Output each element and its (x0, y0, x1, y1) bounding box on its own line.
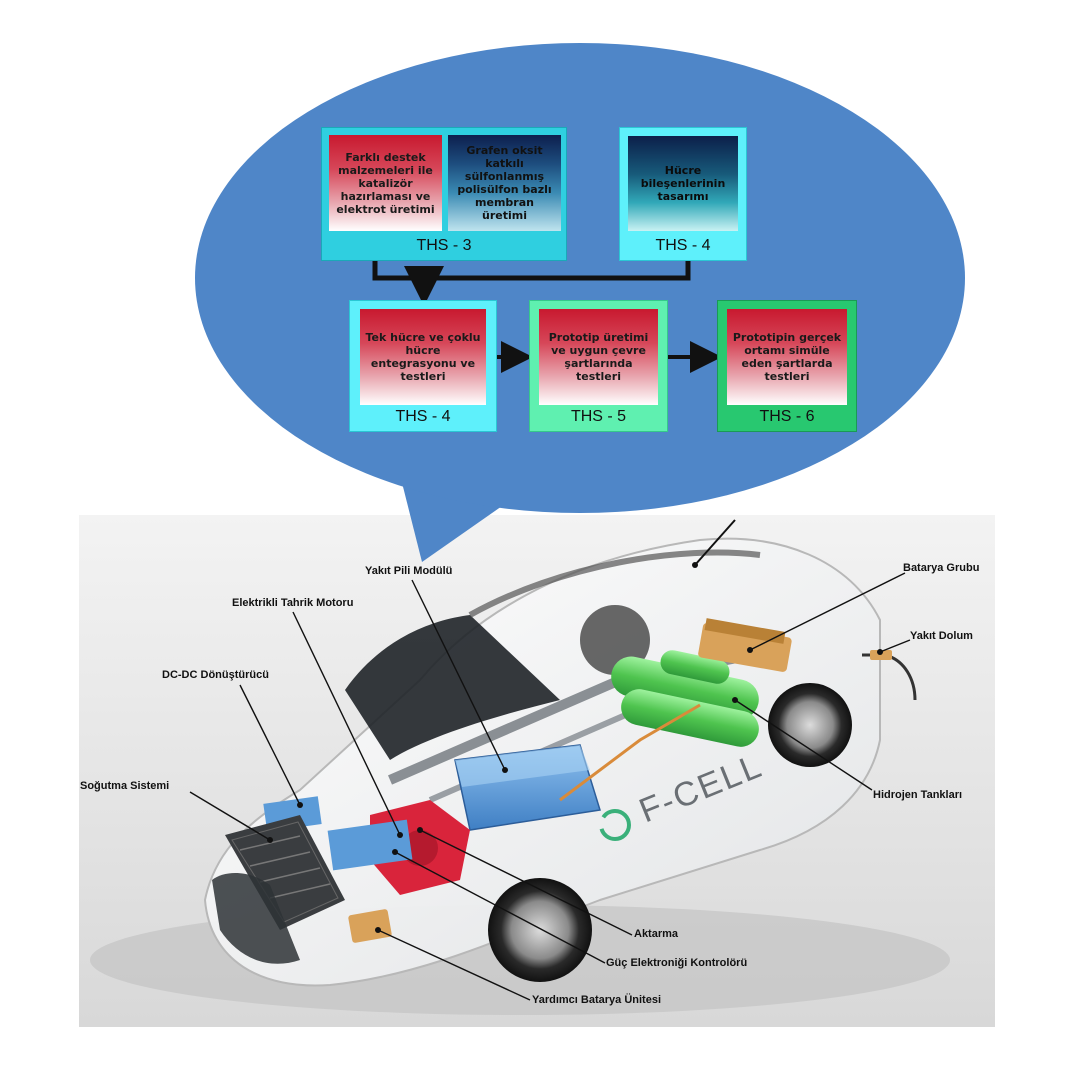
fuel-nozzle (862, 650, 917, 701)
label-batarya-grubu: Batarya Grubu (903, 562, 980, 574)
label-aktarma: Aktarma (634, 928, 679, 940)
rear-wheel (768, 683, 852, 767)
front-wheel (488, 878, 592, 982)
label-tahrik-motoru: Elektrikli Tahrik Motoru (232, 597, 354, 609)
ths3-catalyst-text: Farklı destek malzemeleri ile katalizör … (329, 135, 442, 231)
fcell-logo-icon (599, 809, 631, 841)
aux-battery (348, 909, 392, 943)
ths4-design-label: THS - 4 (655, 237, 711, 254)
ths4-integration-text: Tek hücre ve çoklu hücre entegrasyonu ve… (360, 309, 486, 405)
ths4-design-box: Hücre bileşenlerinin tasarımı THS - 4 (619, 127, 747, 261)
ths3-box: Farklı destek malzemeleri ile katalizör … (321, 127, 567, 261)
ths6-label: THS - 6 (759, 408, 815, 425)
label-guc-kontrol: Güç Elektroniği Kontrolörü (606, 957, 748, 969)
ths5-box: Prototip üretimi ve uygun çevre şartları… (529, 300, 668, 432)
ths5-label: THS - 5 (570, 408, 627, 425)
battery-pack (698, 618, 792, 672)
ths6-box: Prototipin gerçek ortamı simüle eden şar… (717, 300, 857, 432)
label-hidrojen: Hidrojen Tankları (873, 789, 963, 801)
ths3-membrane-text: Grafen oksit katkılı sülfonlanmış polisü… (448, 135, 561, 231)
ths3-label: THS - 3 (416, 237, 472, 254)
ths4-box: Tek hücre ve çoklu hücre entegrasyonu ve… (349, 300, 497, 432)
ths5-prototype-text: Prototip üretimi ve uygun çevre şartları… (539, 309, 658, 405)
label-yakit-pili: Yakıt Pili Modülü (365, 565, 453, 577)
ths4-label: THS - 4 (395, 408, 451, 425)
ths6-real-test-text: Prototipin gerçek ortamı simüle eden şar… (727, 309, 847, 405)
windshield (345, 615, 560, 760)
ths4-design-text: Hücre bileşenlerinin tasarımı (628, 136, 738, 231)
connector-ths3-down (372, 258, 691, 281)
label-dcdc: DC-DC Dönüştürücü (162, 669, 269, 681)
fuel-cell-module (454, 744, 601, 831)
label-yardimci-batarya: Yardımcı Batarya Ünitesi (532, 994, 662, 1006)
label-sogutma: Soğutma Sistemi (80, 780, 170, 792)
label-yakit-dolum: Yakıt Dolum (910, 630, 973, 642)
